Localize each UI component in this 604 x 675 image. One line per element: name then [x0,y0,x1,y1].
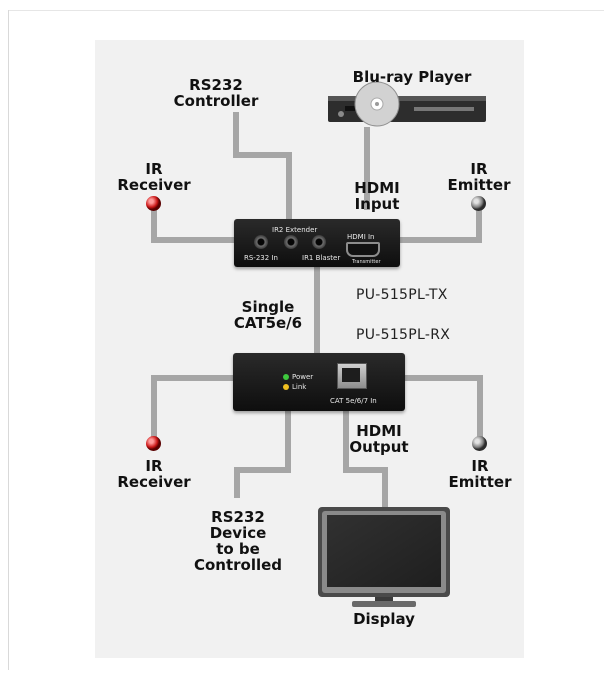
frame-top-border [8,10,604,11]
rx-rj45-port [337,363,367,389]
ir-receiver-top-icon [146,196,161,211]
tx-model-label: PU-515PL-TX [356,287,448,303]
ir-emitter-bottom-icon [472,436,487,451]
rs232-device-label: RS232 Device to be Controlled [193,508,283,574]
cable-rs232-device [234,410,291,498]
rx-link-label: Link [292,383,307,391]
tx-ir1-jack [312,235,326,249]
cable-ir-emitter-bottom [404,375,483,438]
bluray-player-label: Blu-ray Player [352,68,472,86]
bluray-player [328,81,486,127]
frame-left-border [8,10,9,670]
ir-emitter-top-label: IR Emitter [447,160,511,194]
display-monitor [318,507,450,607]
display-label: Display [353,610,415,628]
tx-hdmi-in-label: HDMI In [347,233,375,241]
single-cat-label: Single CAT5e/6 [233,298,303,332]
cable-ir-emitter-top [399,210,482,243]
ir-emitter-bottom-label: IR Emitter [448,457,512,491]
tx-transmitter-label: Transmitter [352,259,381,265]
ir-receiver-bottom-icon [146,436,161,451]
ir-receiver-top-label: IR Receiver [117,160,191,194]
tx-ir2-jack [284,235,298,249]
power-led-icon [283,374,289,380]
cable-rs232-controller [233,112,292,220]
ir-emitter-top-icon [471,196,486,211]
rx-power-label: Power [292,373,314,381]
ir-receiver-bottom-label: IR Receiver [117,457,191,491]
rs232-controller-label: RS232 Controller [173,76,259,110]
diagram-background-panel [95,40,524,658]
hdmi-output-label: HDMI Output [349,422,409,456]
tx-ir2-extender-label: IR2 Extender [272,226,318,234]
cable-ir-receiver-bottom [151,375,234,438]
tx-rs232-jack [254,235,268,249]
rx-model-label: PU-515PL-RX [356,327,451,343]
tx-ir1-blaster-label: IR1 Blaster [302,254,341,262]
rx-cat-in-label: CAT 5e/6/7 In [330,397,377,405]
hdmi-input-label: HDMI Input [354,179,400,213]
receiver-unit: Power Link CAT 5e/6/7 In [233,353,405,411]
tx-rs232-in-label: RS-232 In [244,254,278,262]
cable-hdmi-output [343,410,388,510]
link-led-icon [283,384,289,390]
cable-ir-receiver-top [151,210,235,243]
tx-hdmi-port [346,242,380,257]
transmitter-unit: IR2 Extender RS-232 In IR1 Blaster HDMI … [234,219,400,267]
